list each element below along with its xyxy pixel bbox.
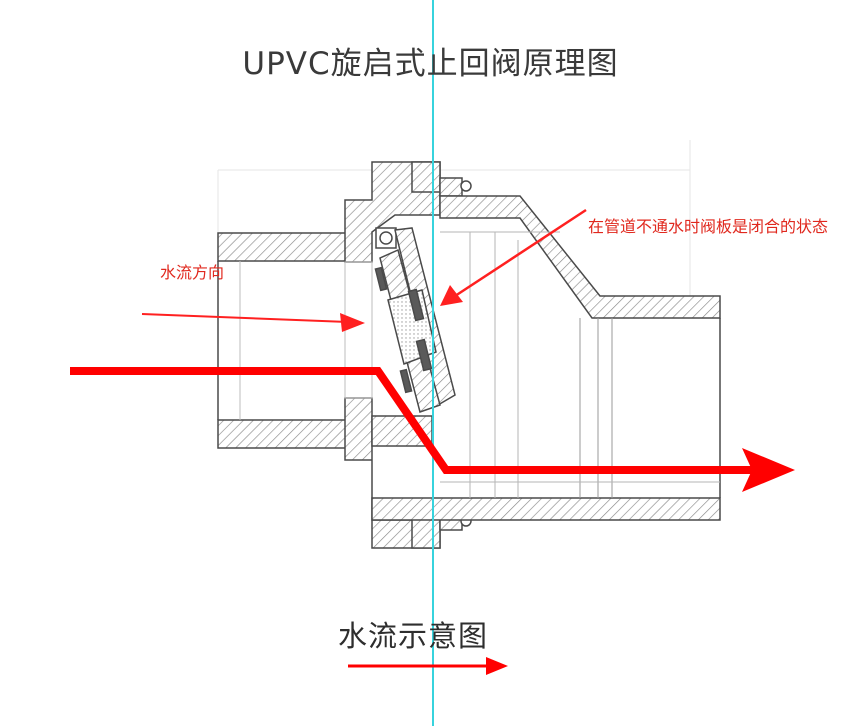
flow-direction-pointer [141, 313, 365, 332]
arrow-right-icon [742, 448, 795, 492]
valve-closed-label: 在管道不通水时阀板是闭合的状态 [588, 217, 829, 236]
legend-label: 水流示意图 [338, 619, 489, 653]
diagram-title: UPVC旋启式止回阀原理图 [242, 46, 619, 82]
flow-direction-label: 水流方向 [160, 263, 225, 282]
flow-path-arrow [70, 367, 795, 492]
legend-arrow [348, 657, 508, 675]
arrow-right-icon [486, 657, 508, 675]
swing-disc [374, 227, 456, 413]
background-frame [217, 140, 691, 300]
valve-body [371, 195, 721, 521]
inlet-pipe [217, 232, 349, 449]
closed-state-pointer [440, 208, 587, 306]
